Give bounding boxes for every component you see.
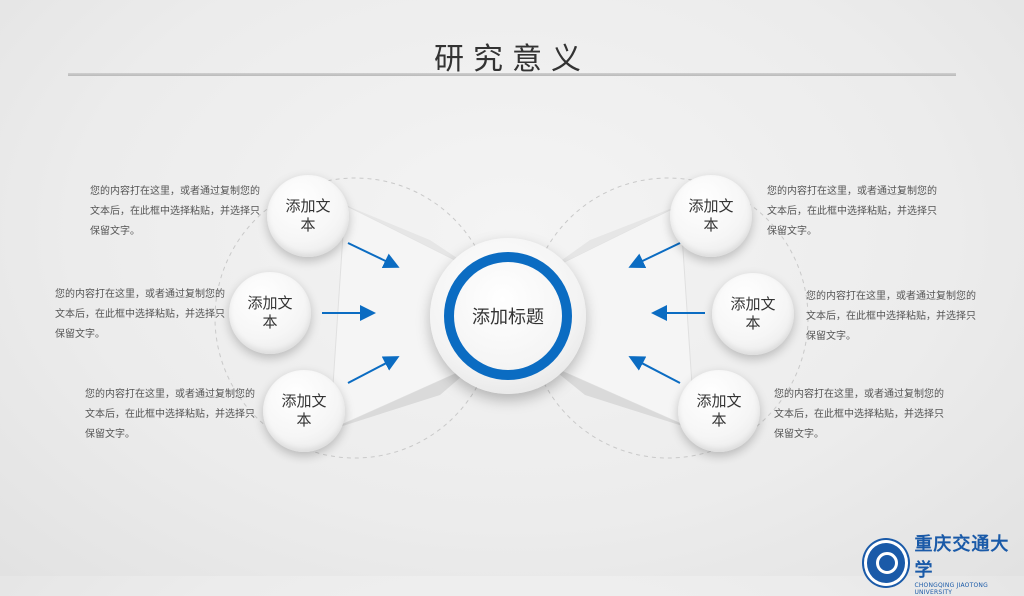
center-title-node[interactable]: 添加标题 — [430, 238, 586, 394]
arrow-right-bottom — [628, 356, 681, 384]
arrow-left-bottom — [347, 356, 400, 384]
slide: 研究意义 添加文本 添加文本 添加文本 添加文本 — [55, 42, 1008, 596]
arrow-left-top — [347, 242, 400, 269]
university-logo: 重庆交通大学 CHONGQING JIAOTONG UNIVERSITY — [864, 530, 1024, 596]
page-title: 研究意义 — [434, 42, 590, 77]
node-label: 添加文本 — [281, 392, 327, 429]
node-label: 添加文本 — [696, 392, 742, 429]
description-right-middle[interactable]: 您的内容打在这里，或者通过复制您的文本后，在此框中选择粘贴，并选择只保留文字。 — [806, 291, 976, 342]
center-ring: 添加标题 — [444, 252, 572, 380]
description-left-middle[interactable]: 您的内容打在这里，或者通过复制您的文本后，在此框中选择粘贴，并选择只保留文字。 — [55, 289, 225, 340]
text-node-right-top[interactable]: 添加文本 — [670, 175, 752, 257]
logo-text: 重庆交通大学 CHONGQING JIAOTONG UNIVERSITY — [914, 530, 1024, 596]
text-node-right-bottom[interactable]: 添加文本 — [678, 370, 760, 452]
university-emblem-icon — [864, 540, 909, 586]
description-left-top[interactable]: 您的内容打在这里，或者通过复制您的文本后，在此框中选择粘贴，并选择只保留文字。 — [90, 186, 260, 237]
text-node-right-middle[interactable]: 添加文本 — [712, 273, 794, 355]
description-left-bottom[interactable]: 您的内容打在这里，或者通过复制您的文本后，在此框中选择粘贴，并选择只保留文字。 — [85, 389, 255, 440]
node-label: 添加文本 — [247, 294, 293, 331]
center-title: 添加标题 — [472, 307, 544, 328]
description-right-bottom[interactable]: 您的内容打在这里，或者通过复制您的文本后，在此框中选择粘贴，并选择只保留文字。 — [774, 389, 944, 440]
arrow-right-top — [628, 242, 681, 269]
description-right-top[interactable]: 您的内容打在这里，或者通过复制您的文本后，在此框中选择粘贴，并选择只保留文字。 — [767, 186, 937, 237]
text-node-left-top[interactable]: 添加文本 — [267, 175, 349, 257]
left-fan-bottom-shade — [330, 365, 475, 430]
right-fan-top-shade — [548, 205, 680, 270]
node-label: 添加文本 — [730, 295, 776, 332]
logo-name-cn: 重庆交通大学 — [914, 534, 1010, 581]
diagram-background — [214, 177, 809, 459]
node-label: 添加文本 — [688, 197, 734, 234]
logo-name-en: CHONGQING JIAOTONG UNIVERSITY — [914, 582, 988, 596]
text-node-left-bottom[interactable]: 添加文本 — [263, 370, 345, 452]
title-divider — [68, 73, 956, 76]
right-fan-bottom-shade — [548, 365, 695, 430]
right-dashed-circle — [527, 177, 809, 459]
text-node-left-middle[interactable]: 添加文本 — [229, 272, 311, 354]
left-fan-top-shade — [345, 205, 475, 270]
node-label: 添加文本 — [285, 197, 331, 234]
